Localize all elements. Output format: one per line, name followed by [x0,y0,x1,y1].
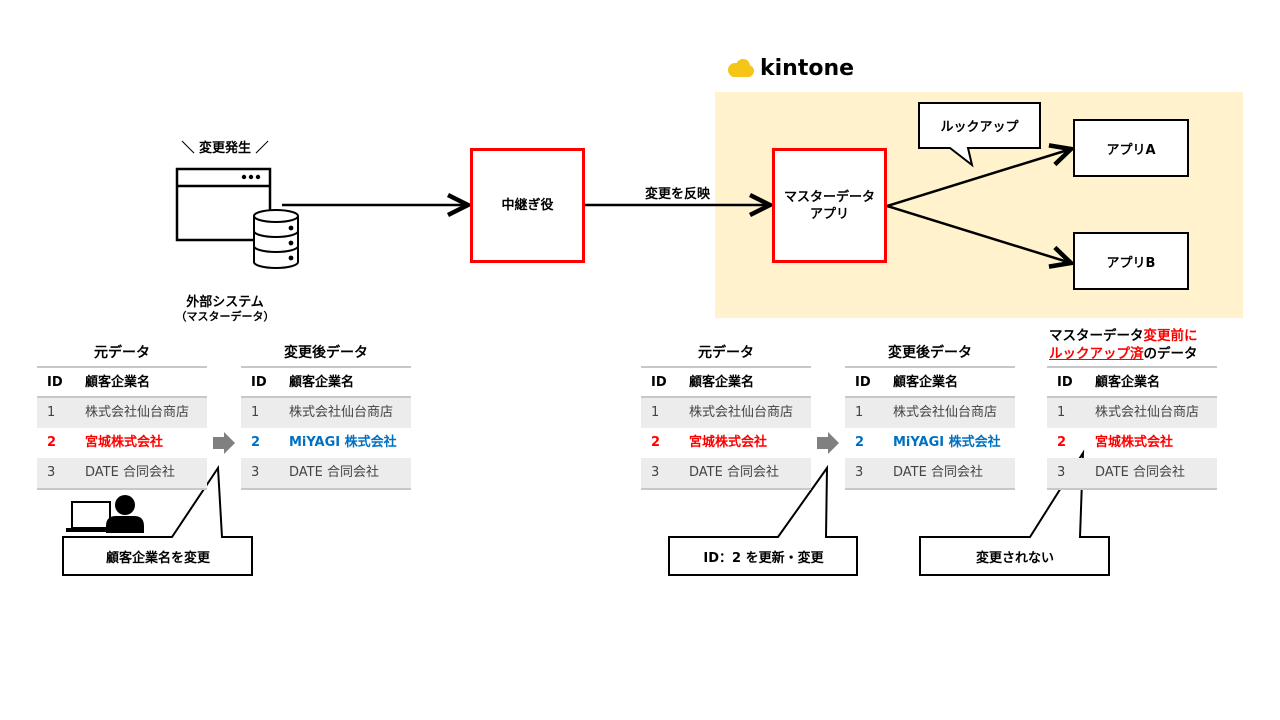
external-system-sublabel: （マスターデータ） [175,310,275,323]
lookup-callout-shape [918,102,1041,168]
external-system-label: 外部システム [186,295,264,310]
gray-arrow-icon [817,432,839,454]
relay-label: 中継ぎ役 [501,198,554,213]
app-a-box[interactable]: アプリA [1073,119,1189,177]
relay-box[interactable]: 中継ぎ役 [470,148,585,263]
callout-shape [62,464,253,576]
database-icon [253,209,299,269]
app-b-label: アプリB [1106,255,1156,271]
master-app-line2: アプリ [809,206,849,222]
table-title: 変更後データ [284,345,368,361]
gray-arrow-icon [213,432,235,454]
master-data-app-box[interactable]: マスターデータ アプリ [772,148,887,263]
kintone-logo: kintone [726,56,854,81]
table-title: 変更後データ [888,345,972,361]
app-b-box[interactable]: アプリB [1073,232,1189,290]
app-a-label: アプリA [1106,142,1156,158]
kintone-cloud-icon [728,58,754,77]
change-event-label: ＼ 変更発生 ／ [181,141,269,156]
lookup-callout-text: ルックアップ [940,120,1019,135]
master-app-line1: マスターデータ [783,189,875,205]
callout-shape [919,449,1110,576]
callout-not-changed: 変更されない [975,551,1054,566]
person-laptop-icon [66,495,144,533]
reflect-label: 変更を反映 [644,187,710,202]
callout-update-id2: ID：2 を更新・変更 [703,551,824,566]
table-title: マスターデータ変更前に ルックアップ済のデータ [1049,328,1198,362]
table-title: 元データ [94,345,150,361]
arrow-master-to-app-a [886,149,1071,208]
callout-shape [668,464,858,576]
arrow-master-to-app-b [886,204,1071,263]
callout-change-name: 顧客企業名を変更 [105,551,210,566]
table-title: 元データ [698,345,754,361]
flow-arrows [282,149,1071,263]
